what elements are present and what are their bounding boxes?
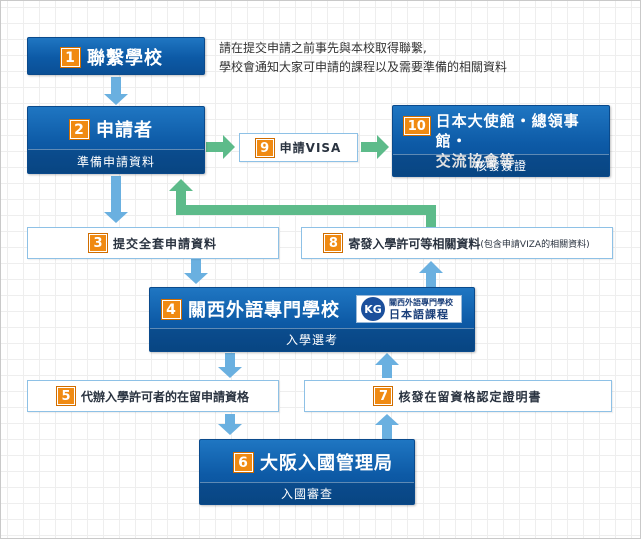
arrow-4-to-5 xyxy=(218,353,242,378)
logo-line-1: 關西外語專門學校 xyxy=(389,297,453,307)
step-4-sub: 入學選考 xyxy=(150,328,474,351)
step-8-paren: (包含申請VIZA的相關資料) xyxy=(480,239,590,250)
step-7-badge: 7 xyxy=(374,387,393,405)
step-6-immigration: 6 大阪入國管理局 入國審查 xyxy=(199,439,415,505)
step-5-title: 代辦入學許可者的在留申請資格 xyxy=(80,389,249,404)
step-9-title: 申請VISA xyxy=(279,141,342,155)
contact-note-line-1: 請在提交申請之前事先與本校取得聯繫, xyxy=(219,41,427,55)
step-9-apply-visa: 9 申請VISA xyxy=(239,133,358,162)
arrow-2-to-9 xyxy=(206,135,235,159)
step-10-embassy: 10 日本大使館・總領事館・ 交流協會等 核發簽證 xyxy=(392,105,610,177)
arrow-4-to-8 xyxy=(419,261,443,287)
arrow-9-to-10 xyxy=(361,135,389,159)
step-4-title: 關西外語專門學校 xyxy=(188,300,340,321)
arrow-8-to-2 xyxy=(169,179,436,227)
step-9-badge: 9 xyxy=(255,138,274,157)
step-6-badge: 6 xyxy=(234,452,253,472)
step-4-badge: 4 xyxy=(162,299,181,319)
contact-note-line-2: 學校會通知大家可申請的課程以及需要準備的相關資料 xyxy=(219,60,508,74)
step-6-sub: 入國審查 xyxy=(200,482,414,504)
step-8-badge: 8 xyxy=(324,234,343,252)
step-6-title: 大阪入國管理局 xyxy=(260,453,393,474)
step-8-send-admission: 8 寄發入學許可等相關資料 (包含申請VIZA的相關資料) xyxy=(301,227,613,259)
arrow-7-to-4 xyxy=(375,353,399,378)
step-1-badge: 1 xyxy=(61,47,80,67)
arrow-3-to-4 xyxy=(184,259,208,284)
contact-note: 請在提交申請之前事先與本校取得聯繫, 學校會通知大家可申請的課程以及需要準備的相… xyxy=(219,39,507,77)
step-7-issue-certificate: 7 核發在留資格認定證明書 xyxy=(304,380,612,412)
step-5-apply-residence: 5 代辦入學許可者的在留申請資格 xyxy=(27,380,279,412)
step-7-title: 核發在留資格認定證明書 xyxy=(398,389,542,404)
step-8-title: 寄發入學許可等相關資料 xyxy=(348,236,481,251)
step-10-badge: 10 xyxy=(404,117,430,135)
step-2-title: 申請者 xyxy=(96,120,153,141)
logo-line-2: 日本語課程 xyxy=(389,307,449,321)
step-10-title-line-1: 日本大使館・總領事館・ xyxy=(435,112,580,150)
arrow-6-to-7 xyxy=(375,414,399,439)
step-10-title-line-2: 交流協會等 xyxy=(435,152,516,170)
step-10-sub: 核發簽證 xyxy=(393,154,609,176)
step-3-submit-documents: 3 提交全套申請資料 xyxy=(27,227,279,259)
step-2-badge: 2 xyxy=(70,119,89,139)
step-2-applicant: 2 申請者 準備申請資料 xyxy=(27,106,205,174)
step-2-sub: 準備申請資料 xyxy=(28,149,204,173)
school-logo: KG 關西外語專門學校 日本語課程 xyxy=(356,295,462,323)
school-emblem-icon: KG xyxy=(361,297,385,321)
step-3-title: 提交全套申請資料 xyxy=(112,236,217,251)
step-1-title: 聯繫學校 xyxy=(87,48,163,69)
arrow-1-to-2 xyxy=(104,77,128,105)
step-3-badge: 3 xyxy=(88,234,107,252)
arrow-5-to-6 xyxy=(218,414,242,435)
step-5-badge: 5 xyxy=(56,387,75,405)
step-1-contact-school: 1 聯繫學校 xyxy=(27,37,205,75)
arrow-2-to-3 xyxy=(104,176,128,223)
